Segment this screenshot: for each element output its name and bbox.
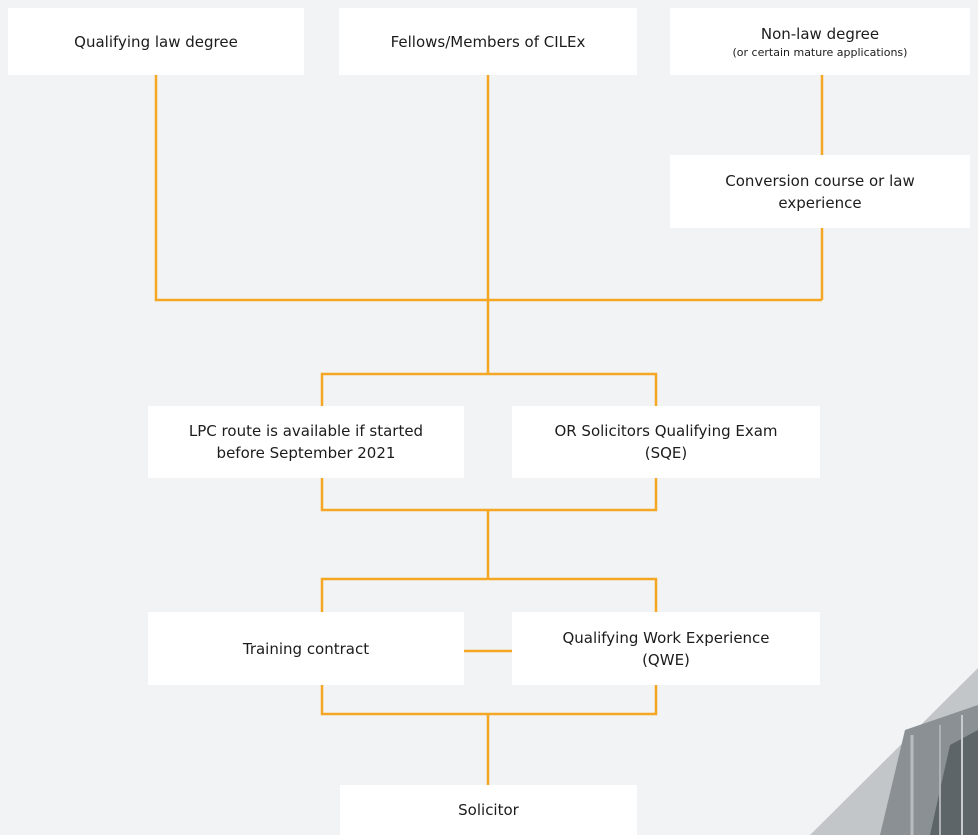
node-non-law-degree: Non-law degree (or certain mature applic… [670, 8, 970, 75]
connector-paths [154, 75, 824, 785]
node-sqe-label: OR Solicitors Qualifying Exam (SQE) [554, 422, 778, 462]
node-qwe: Qualifying Work Experience (QWE) [512, 612, 820, 685]
node-non-law-label: Non-law degree [760, 24, 880, 43]
connector-work-options-merge [320, 685, 658, 785]
node-cilex: Fellows/Members of CILEx [339, 8, 637, 75]
node-qwe-label: Qualifying Work Experience (QWE) [562, 628, 770, 669]
node-non-law-sublabel: (or certain mature applications) [732, 45, 908, 59]
node-lpc: LPC route is available if started before… [148, 406, 464, 478]
node-training-contract: Training contract [148, 612, 464, 685]
node-lpc-label: LPC route is available if started before… [188, 422, 424, 462]
connector-to-exam-options [320, 300, 658, 406]
node-conversion: Conversion course or law experience [670, 155, 970, 228]
connector-to-work-options [320, 577, 658, 612]
node-law-degree: Qualifying law degree [8, 8, 304, 75]
node-solicitor: Solicitor [340, 785, 637, 835]
node-law-degree-label: Qualifying law degree [74, 32, 238, 51]
node-cilex-label: Fellows/Members of CILEx [390, 32, 586, 51]
node-sqe: OR Solicitors Qualifying Exam (SQE) [512, 406, 820, 478]
connector-exam-options-merge [320, 478, 658, 579]
node-training-label: Training contract [242, 639, 370, 658]
node-solicitor-label: Solicitor [458, 801, 519, 819]
connector-degrees-merge [154, 75, 824, 302]
node-conversion-label: Conversion course or law experience [725, 171, 915, 212]
